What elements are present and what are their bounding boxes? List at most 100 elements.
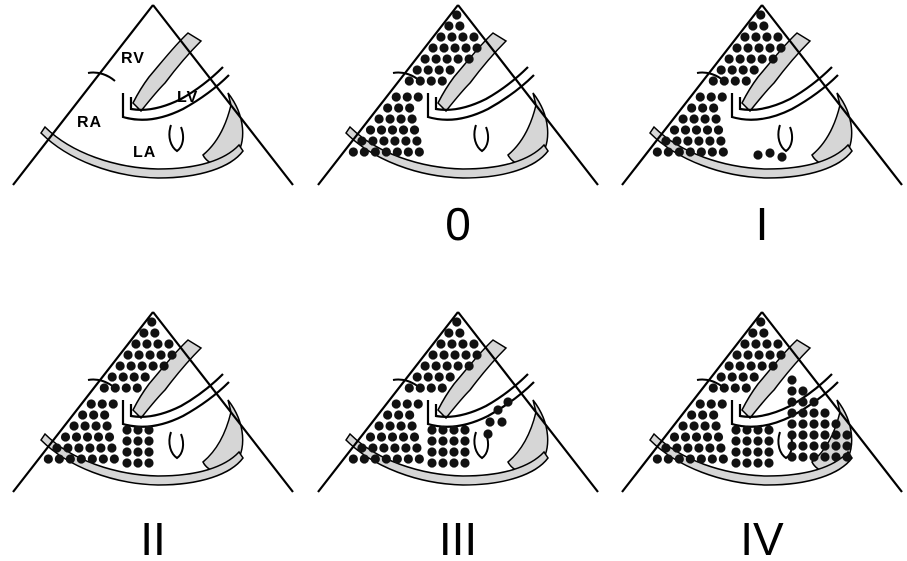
rv-bubble (150, 328, 159, 337)
ra-bubble (698, 103, 707, 112)
ra-bubble (718, 399, 727, 408)
chamber-label-la: LA (133, 144, 156, 161)
ra-bubble (675, 454, 684, 463)
ra-bubble (52, 443, 61, 452)
ra-bubble (392, 92, 401, 101)
ra-bubble (390, 443, 399, 452)
rv-bubble (762, 32, 771, 41)
rv-bubble (472, 350, 481, 359)
rv-bubble (769, 361, 778, 370)
ra-bubble (366, 125, 375, 134)
rv-bubble (145, 350, 154, 359)
rv-bubble (413, 65, 422, 74)
la-bubble (133, 425, 142, 434)
rv-bubble (759, 21, 768, 30)
ra-bubble (393, 147, 402, 156)
ra-bubble (714, 125, 723, 134)
ra-bubble (385, 114, 394, 123)
rv-bubble (720, 76, 729, 85)
ra-bubble (394, 103, 403, 112)
rv-bubble (443, 54, 452, 63)
ra-bubble (681, 432, 690, 441)
rv-bubble (405, 383, 414, 392)
la-bubble (427, 436, 436, 445)
rv-bubble (461, 350, 470, 359)
ra-bubble (78, 410, 87, 419)
ra-bubble (98, 399, 107, 408)
lv-bubble (798, 452, 807, 461)
ra-bubble (692, 125, 701, 134)
rv-bubble (427, 383, 436, 392)
ra-bubble (405, 410, 414, 419)
lv-bubble (798, 397, 807, 406)
la-bubble (731, 425, 740, 434)
rv-bubble (742, 383, 751, 392)
ra-bubble (377, 432, 386, 441)
ra-bubble (357, 136, 366, 145)
lv-bubble (809, 441, 818, 450)
ra-bubble (698, 410, 707, 419)
ra-bubble (709, 103, 718, 112)
ra-bubble (670, 432, 679, 441)
echo-panel-grade-4 (622, 312, 902, 492)
rv-bubble (122, 383, 131, 392)
ra-bubble (718, 92, 727, 101)
lv-bubble (787, 419, 796, 428)
rv-bubble (720, 383, 729, 392)
echo-panel-grade-3 (318, 312, 598, 492)
chamber-label-lv: LV (177, 89, 198, 106)
lv-bubble (831, 430, 840, 439)
ra-bubble (72, 432, 81, 441)
la-bubble (764, 425, 773, 434)
lv-bubble (798, 408, 807, 417)
la-bubble (765, 148, 774, 157)
ra-bubble (696, 92, 705, 101)
ra-bubble (374, 114, 383, 123)
rv-bubble (436, 339, 445, 348)
ra-bubble (371, 454, 380, 463)
ra-bubble (102, 421, 111, 430)
lv-bubble (809, 430, 818, 439)
lv-bubble (798, 441, 807, 450)
rv-bubble (736, 361, 745, 370)
rv-bubble (769, 54, 778, 63)
rv-bubble (428, 350, 437, 359)
lv-bubble (809, 397, 818, 406)
ra-bubble (686, 147, 695, 156)
la-bubble (764, 436, 773, 445)
rv-bubble (153, 339, 162, 348)
rv-bubble (127, 361, 136, 370)
rv-bubble (428, 43, 437, 52)
lv-bubble (497, 417, 506, 426)
grade-label-grade-3: III (439, 513, 477, 561)
lv-bubble (831, 419, 840, 428)
ra-bubble (675, 147, 684, 156)
ra-bubble (377, 125, 386, 134)
ra-bubble (689, 421, 698, 430)
ra-bubble (110, 454, 119, 463)
la-bubble (438, 447, 447, 456)
mitral-leaflet (169, 432, 183, 458)
la-bubble (122, 425, 131, 434)
tricuspid-leaflet (88, 72, 115, 81)
la-bubble (449, 436, 458, 445)
rv-bubble (750, 372, 759, 381)
ra-bubble (388, 125, 397, 134)
ra-bubble (399, 125, 408, 134)
rv-bubble (748, 328, 757, 337)
rv-bubble (443, 361, 452, 370)
ra-bubble (392, 399, 401, 408)
rv-bubble (454, 54, 463, 63)
ra-bubble (371, 147, 380, 156)
la-bubble (122, 447, 131, 456)
rv-bubble (747, 361, 756, 370)
ra-bubble (87, 399, 96, 408)
ra-bubble (687, 103, 696, 112)
rv-bubble (452, 317, 461, 326)
ra-bubble (711, 421, 720, 430)
rv-bubble (776, 43, 785, 52)
rv-bubble (116, 361, 125, 370)
rv-bubble (444, 328, 453, 337)
rv-bubble (149, 361, 158, 370)
